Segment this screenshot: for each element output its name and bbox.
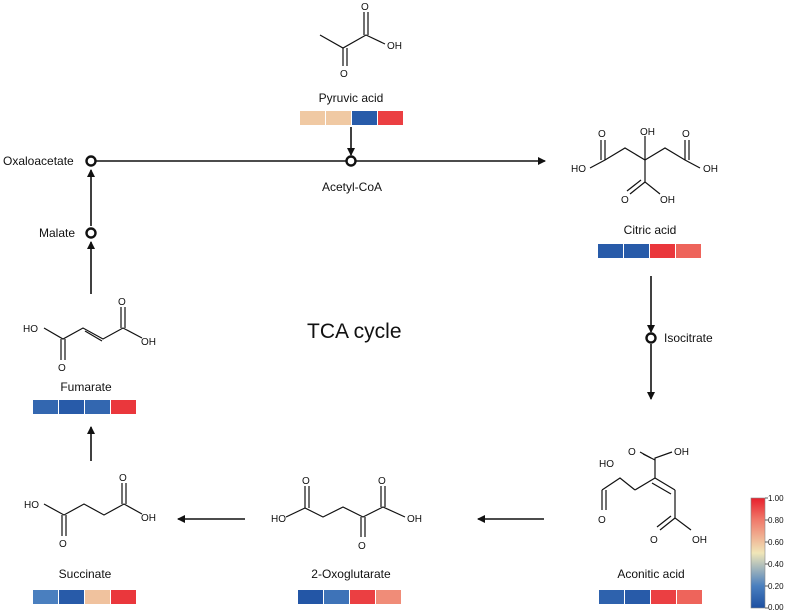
heatmap-cell	[324, 590, 349, 604]
colorbar	[750, 497, 766, 609]
fumarate-heatmap	[33, 400, 136, 414]
svg-text:O: O	[621, 195, 629, 206]
heatmap-cell	[651, 590, 676, 604]
heatmap-cell	[350, 590, 375, 604]
aconitic-acid-structure	[601, 451, 692, 531]
colorbar-ticks	[765, 497, 768, 609]
heatmap-cell	[598, 244, 623, 258]
svg-text:HO: HO	[271, 514, 286, 525]
aconitic-acid-heatmap	[599, 590, 702, 604]
heatmap-cell	[676, 244, 701, 258]
svg-text:O: O	[59, 539, 67, 550]
malate-node	[85, 227, 97, 239]
colorbar-tick-label: 0.80	[768, 516, 784, 525]
diagram-title: TCA cycle	[307, 320, 402, 343]
pyruvic-acid-label: Pyruvic acid	[318, 91, 384, 105]
acetyl-coa-label: Acetyl-CoA	[321, 180, 383, 194]
svg-text:HO: HO	[24, 500, 39, 511]
svg-text:OH: OH	[640, 127, 655, 138]
malate-label: Malate	[39, 226, 76, 240]
heatmap-cell	[85, 400, 110, 414]
svg-text:OH: OH	[660, 195, 675, 206]
succinate-label: Succinate	[58, 567, 112, 581]
isocitrate-label: Isocitrate	[664, 331, 713, 345]
heatmap-cell	[624, 244, 649, 258]
pyruvic-acid-structure	[319, 12, 386, 66]
svg-text:O: O	[361, 2, 369, 13]
heatmap-cell	[625, 590, 650, 604]
isocitrate-node	[645, 332, 657, 344]
svg-text:OH: OH	[141, 337, 156, 348]
acetyl-coa-node	[345, 155, 357, 167]
heatmap-cell	[59, 400, 84, 414]
svg-text:O: O	[118, 297, 126, 308]
heatmap-cell	[298, 590, 323, 604]
svg-text:OH: OH	[141, 513, 156, 524]
heatmap-cell	[85, 590, 110, 604]
citric-acid-heatmap	[598, 244, 701, 258]
heatmap-cell	[300, 111, 325, 125]
svg-text:OH: OH	[692, 535, 707, 546]
colorbar-tick-label: 0.40	[768, 560, 784, 569]
oxoglutarate-heatmap	[298, 590, 401, 604]
heatmap-cell	[326, 111, 351, 125]
heatmap-cell	[650, 244, 675, 258]
heatmap-cell	[376, 590, 401, 604]
svg-text:HO: HO	[599, 459, 614, 470]
fumarate-structure	[43, 307, 143, 360]
pyruvic-acid-heatmap	[300, 111, 403, 125]
svg-text:HO: HO	[23, 324, 38, 335]
svg-text:O: O	[598, 129, 606, 140]
oxaloacetate-node	[85, 155, 97, 167]
fumarate-label: Fumarate	[60, 380, 112, 394]
oxaloacetate-label: Oxaloacetate	[3, 154, 74, 168]
heatmap-cell	[33, 400, 58, 414]
svg-text:O: O	[119, 473, 127, 484]
svg-text:OH: OH	[387, 41, 402, 52]
citric-acid-label: Citric acid	[623, 223, 677, 237]
svg-text:O: O	[650, 535, 658, 546]
svg-text:O: O	[302, 476, 310, 487]
heatmap-cell	[599, 590, 624, 604]
svg-text:O: O	[682, 129, 690, 140]
succinate-heatmap	[33, 590, 136, 604]
oxoglutarate-label: 2-Oxoglutarate	[311, 567, 391, 581]
heatmap-cell	[111, 590, 136, 604]
svg-text:HO: HO	[571, 164, 586, 175]
colorbar-tick-label: 0.60	[768, 538, 784, 547]
svg-text:O: O	[58, 363, 66, 374]
citric-acid-structure	[589, 136, 701, 195]
svg-text:OH: OH	[674, 447, 689, 458]
heatmap-cell	[677, 590, 702, 604]
svg-text:O: O	[340, 69, 348, 80]
svg-text:O: O	[378, 476, 386, 487]
succinate-structure	[43, 483, 143, 536]
heatmap-cell	[111, 400, 136, 414]
svg-text:OH: OH	[703, 164, 718, 175]
svg-text:O: O	[598, 515, 606, 526]
aconitic-acid-label: Aconitic acid	[617, 567, 685, 581]
heatmap-cell	[378, 111, 403, 125]
svg-text:OH: OH	[407, 514, 422, 525]
heatmap-cell	[59, 590, 84, 604]
heatmap-cell	[352, 111, 377, 125]
svg-text:O: O	[358, 541, 366, 552]
svg-text:O: O	[628, 447, 636, 458]
colorbar-tick-label: 1.00	[768, 494, 784, 503]
colorbar-tick-label: 0.00	[768, 603, 784, 612]
oxoglutarate-structure	[285, 486, 406, 537]
colorbar-tick-label: 0.20	[768, 582, 784, 591]
heatmap-cell	[33, 590, 58, 604]
